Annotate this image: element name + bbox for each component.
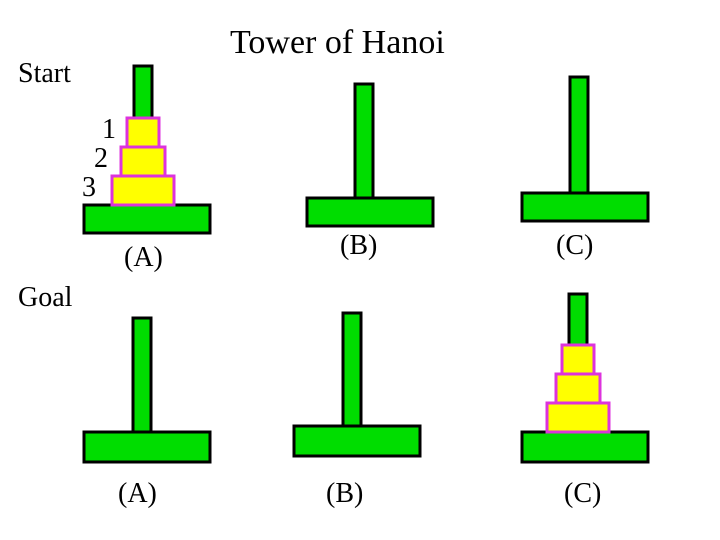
goal-peg-label-a: (A) (118, 478, 157, 509)
goal-label: Goal (18, 282, 73, 313)
goal-peg-b-rod (341, 311, 363, 428)
start-peg-a-base (82, 203, 212, 235)
goal-peg-label-c: (C) (564, 478, 602, 509)
goal-disk-2 (554, 372, 602, 405)
start-peg-label-b: (B) (340, 230, 378, 261)
goal-peg-b-base (292, 424, 422, 458)
start-label: Start (18, 58, 71, 89)
start-peg-b-rod (353, 82, 375, 200)
start-peg-label-a: (A) (124, 242, 163, 273)
start-peg-c-rod (568, 75, 590, 195)
goal-peg-label-b: (B) (326, 478, 364, 509)
disk-label-1: 1 (102, 114, 116, 145)
start-disk-2 (119, 145, 167, 178)
goal-disk-1 (560, 343, 596, 376)
start-peg-b-base (305, 196, 435, 228)
diagram-title: Tower of Hanoi (230, 24, 445, 61)
goal-disk-3 (545, 401, 611, 434)
goal-peg-a-rod (131, 316, 153, 434)
start-disk-1 (125, 116, 161, 149)
disk-label-2: 2 (94, 143, 108, 174)
start-peg-c-base (520, 191, 650, 223)
disk-label-3: 3 (82, 172, 96, 203)
goal-peg-a-base (82, 430, 212, 464)
start-disk-3 (110, 174, 176, 207)
start-peg-label-c: (C) (556, 230, 594, 261)
goal-peg-c-base (520, 430, 650, 464)
